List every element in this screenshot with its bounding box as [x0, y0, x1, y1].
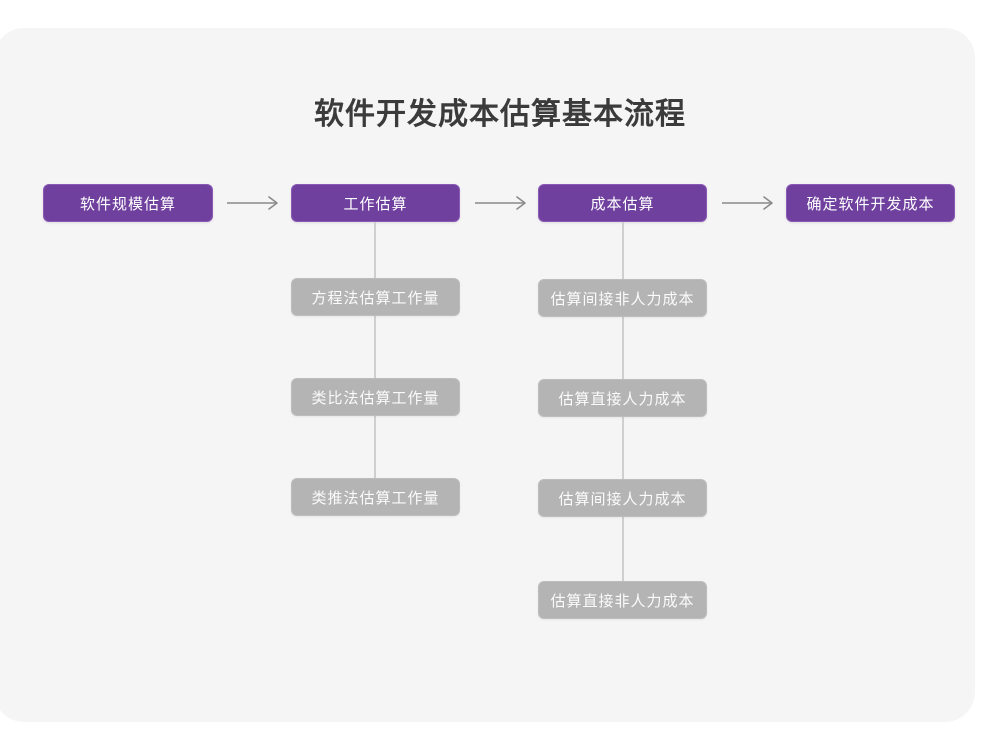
- cost-item-indirect-labor[interactable]: 估算间接人力成本: [538, 479, 707, 517]
- page-title: 软件开发成本估算基本流程: [314, 98, 686, 131]
- connector-line-cost-3: [622, 417, 624, 479]
- cost-item-indirect-nonlabor[interactable]: 估算间接非人力成本: [538, 279, 707, 317]
- effort-method-equation[interactable]: 方程法估算工作量: [291, 278, 460, 316]
- connector-line-effort-2: [374, 316, 376, 378]
- arrow-right-icon: [226, 195, 284, 211]
- connector-line-cost-4: [622, 517, 624, 581]
- effort-method-analogy[interactable]: 类比法估算工作量: [291, 378, 460, 416]
- flow-step-software-size-estimation[interactable]: 软件规模估算: [43, 184, 213, 222]
- connector-line-effort-3: [374, 416, 376, 478]
- connector-line-effort-1: [374, 222, 376, 278]
- arrow-right-icon: [474, 195, 532, 211]
- cost-item-direct-labor[interactable]: 估算直接人力成本: [538, 379, 707, 417]
- effort-method-inference[interactable]: 类推法估算工作量: [291, 478, 460, 516]
- connector-line-cost-2: [622, 317, 624, 379]
- diagram-card-background: [0, 28, 975, 722]
- flow-step-effort-estimation[interactable]: 工作估算: [291, 184, 460, 222]
- flow-step-cost-estimation[interactable]: 成本估算: [538, 184, 707, 222]
- cost-item-direct-nonlabor[interactable]: 估算直接非人力成本: [538, 581, 707, 619]
- flow-step-determine-development-cost[interactable]: 确定软件开发成本: [786, 184, 955, 222]
- connector-line-cost-1: [622, 222, 624, 279]
- arrow-right-icon: [721, 195, 779, 211]
